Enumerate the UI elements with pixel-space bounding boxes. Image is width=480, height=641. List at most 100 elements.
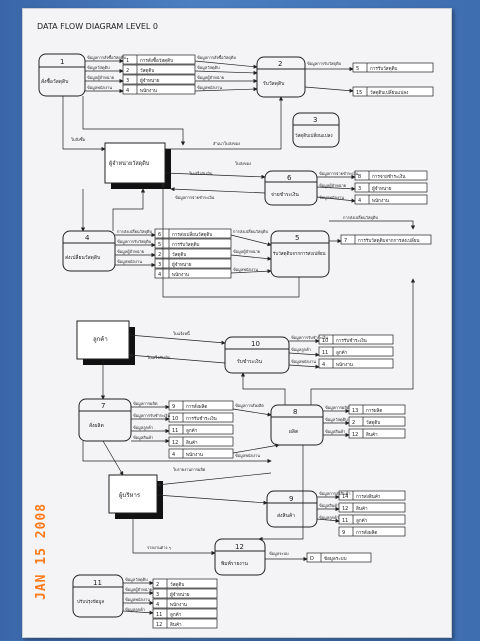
process-number: 5: [295, 234, 299, 242]
flow-label: ข้อมูลการผลิต: [133, 401, 158, 407]
process-number: 9: [289, 495, 293, 503]
store-name: ลูกค้า: [170, 612, 182, 618]
flow-label: ข้อมูลการรับชำระเงิน: [291, 335, 328, 341]
store-name: ผู้จำหน่าย: [172, 262, 192, 268]
process-number: 7: [101, 402, 105, 410]
process-name: จ่ายชำระเงิน: [271, 191, 299, 198]
flow-label: ข้อมูลผู้จำหน่าย: [319, 183, 346, 189]
flow-label: ข้อมูลสินค้า: [325, 429, 345, 435]
store-number: 15: [356, 90, 362, 96]
store-number: 7: [344, 238, 347, 244]
store-name: การจ่ายชำระเงิน: [372, 174, 406, 180]
store-number: 11: [322, 350, 328, 356]
process-number: 1: [60, 58, 64, 66]
process-name: รับวัสดุดิบ: [263, 80, 284, 87]
flow-label: ข้อมูลพนักงาน: [319, 195, 344, 201]
store-name: วัสดุดิบ: [366, 419, 380, 426]
store-name: การสั่งผลิต: [186, 403, 207, 410]
store-name: สินค้า: [366, 432, 378, 438]
process-number: 3: [313, 116, 317, 124]
store-number: 12: [342, 506, 348, 512]
process-1: 1 สั่งซื้อวัสดุดิบ: [38, 53, 86, 97]
store-name: ข้อมูลระบบ: [324, 556, 347, 562]
store-number: 12: [352, 432, 358, 438]
flow-lines: [62, 58, 416, 615]
store-name: สินค้า: [170, 622, 182, 628]
store-number: 4: [172, 452, 175, 458]
store-number: 3: [158, 262, 161, 268]
process-name: วัสดุดิบเปลี่ยนแปลง: [295, 132, 333, 139]
flow-label: การส่งเปลี่ยนวัสดุดิบ: [233, 229, 269, 235]
data-store-s_k12: 12 สินค้า: [152, 618, 218, 629]
store-number: 12: [156, 622, 162, 628]
flow-label: ข้อมูลการรับวัสดุดิบ: [117, 239, 152, 245]
store-name: การส่งสินค้า: [356, 494, 381, 500]
store-number: 4: [358, 198, 361, 204]
process-8: 8 ผลิต: [270, 404, 324, 446]
flow-label: ข้อมูลลูกค้า: [291, 347, 311, 353]
process-name: พิมพ์รายงาน: [221, 560, 249, 567]
flow-label: ข้อมูลลูกค้า: [125, 607, 145, 613]
entity-executive: ผู้บริหาร: [108, 474, 163, 519]
store-name: การรับวัสดุดิบ: [172, 241, 200, 248]
store-number: 11: [156, 612, 162, 618]
store-number: 14: [342, 494, 348, 500]
store-number: 5: [356, 66, 359, 72]
store-number: 10: [322, 338, 328, 344]
entity-supplier: ผู้จำหน่ายวัสดุดิบ: [104, 142, 171, 189]
store-name: การรับชำระเงิน: [336, 337, 368, 344]
process-name: รับชำระเงิน: [237, 358, 263, 365]
flow-label: ใบแจ้งหนี้: [173, 329, 191, 336]
diagram-title: DATA FLOW DIAGRAM LEVEL 0: [37, 22, 158, 31]
store-name: พนักงาน: [336, 361, 354, 368]
flow-label: การส่งเปลี่ยนวัสดุดิบ: [343, 215, 379, 221]
process-number: 8: [293, 408, 297, 416]
process-9: 9 ส่งสินค้า: [266, 490, 318, 528]
process-name: สั่งผลิต: [89, 422, 104, 429]
flow-label: ข้อมูลการสั่งซื้อวัสดุดิบ: [197, 53, 236, 61]
process-4: 4 ส่งเปลี่ยนวัสดุดิบ: [62, 230, 116, 272]
process-number: 2: [278, 60, 282, 68]
store-name: ลูกค้า: [186, 428, 198, 434]
store-name: พนักงาน: [140, 87, 158, 94]
process-name: ส่งสินค้า: [277, 512, 295, 519]
poster-board: DATA FLOW DIAGRAM LEVEL 0 1 สั่งซื้อวัสด…: [22, 8, 452, 638]
store-name: การรับวัสดุดิบ: [370, 65, 398, 72]
flow-label: ข้อมูลพนักงาน: [197, 85, 222, 91]
process-name: สั่งซื้อวัสดุดิบ: [41, 76, 68, 85]
flow-label: ข้อมูลผู้จำหน่าย: [233, 249, 260, 255]
flow-label: ข้อมูลผู้จำหน่าย: [87, 75, 114, 81]
entity-name: ลูกค้า: [93, 336, 108, 343]
data-store-s_h12: 12 สินค้า: [348, 428, 406, 439]
flow-labels: ข้อมูลการสั่งซื้อวัสดุดิบ ข้อมูลวัสดุดิบ…: [71, 53, 379, 613]
flow-label: ใบรายงานการผลิต: [173, 467, 206, 472]
date-stamp: JAN 15 2008: [34, 502, 49, 600]
flow-label: ข้อมูลผู้จำหน่าย: [117, 249, 144, 255]
store-name: ผู้จำหน่าย: [372, 186, 392, 192]
data-store-s_d3: 3 ผู้จำหน่าย: [154, 258, 232, 269]
flow-label: ข้อมูลผู้จำหน่าย: [125, 587, 152, 593]
store-number: 5: [158, 242, 161, 248]
flow-label: ข้อมูลการจ่ายชำระเงิน: [319, 171, 359, 177]
store-number: 2: [126, 68, 129, 74]
store-name: พนักงาน: [186, 451, 204, 458]
process-3: 3 วัสดุดิบเปลี่ยนแปลง: [292, 112, 340, 148]
flow-label: ข้อมูลลูกค้า: [319, 515, 339, 521]
store-number: 6: [158, 232, 161, 238]
